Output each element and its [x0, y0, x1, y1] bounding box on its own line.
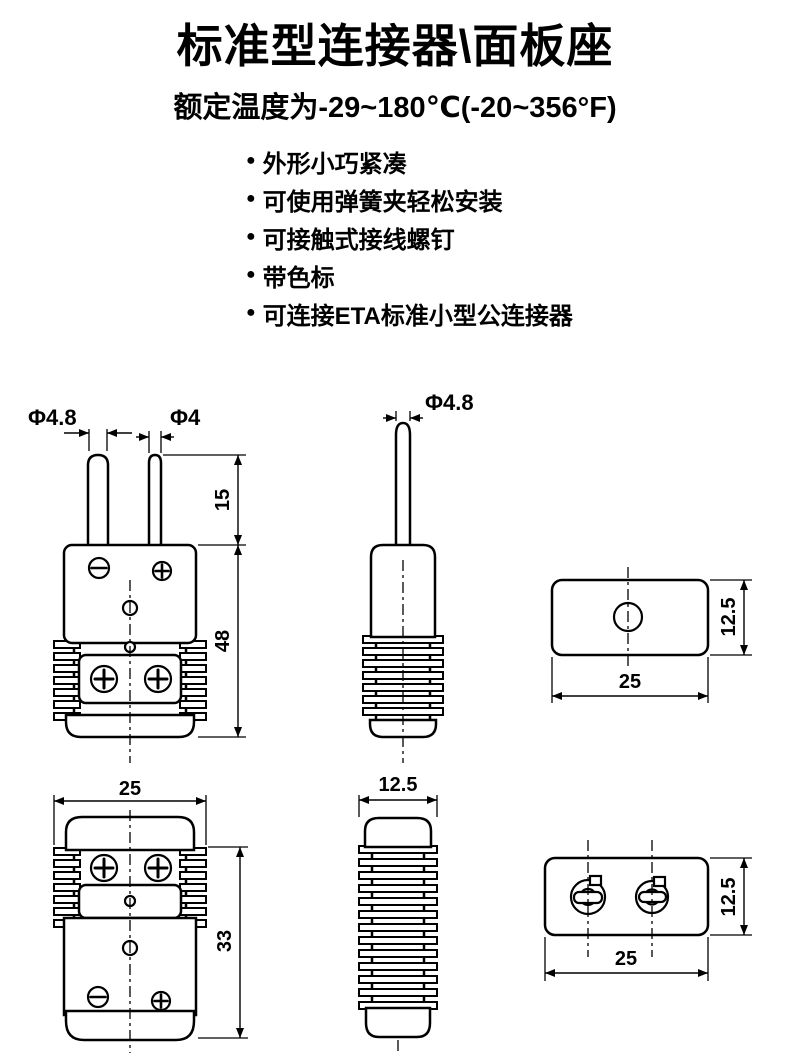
slotted-screw-icon — [87, 556, 111, 580]
panel-front-height-dim: 12.5 — [718, 878, 740, 917]
slotted-screw-icon — [86, 985, 110, 1009]
subtitle: 额定温度为-29~180℃(-20~356°F) — [173, 92, 617, 124]
bullet-icon: ● — [246, 152, 256, 169]
phillips-screw-icon — [143, 853, 173, 883]
back-height-dim: 33 — [214, 930, 236, 952]
side-pin — [394, 421, 412, 555]
bullet-icon: ● — [246, 304, 256, 321]
feature-text: 可使用弹簧夹轻松安装 — [262, 188, 503, 216]
feature-item: ● 带色标 — [246, 256, 573, 294]
socket-key-notch — [588, 874, 603, 887]
side-view-bottom: 12.5 — [358, 774, 438, 1055]
feature-item: ● 可使用弹簧夹轻松安装 — [246, 180, 573, 218]
panel-front-view: 12.5 25 — [543, 840, 752, 981]
bullet-icon: ● — [246, 228, 256, 245]
panel-top-width-dim: 25 — [619, 671, 641, 693]
feature-text: 可接触式接线螺钉 — [262, 226, 455, 254]
panel-top-height-dim: 12.5 — [718, 598, 740, 637]
bullet-icon: ● — [246, 190, 256, 207]
front-pin-length-dim: 15 — [212, 489, 234, 511]
panel-front-width-dim: 25 — [615, 948, 637, 970]
feature-text: 可连接ETA标准小型公连接器 — [262, 302, 573, 330]
socket-key-notch — [652, 875, 667, 888]
side-view-top: Φ4.8 — [362, 390, 474, 763]
phillips-screw-icon — [143, 664, 173, 694]
feature-text: 带色标 — [262, 264, 335, 292]
front-view: Φ4.8 Φ4 — [28, 405, 246, 763]
feature-list: ● 外形小巧紧凑 ● 可使用弹簧夹轻松安装 ● 可接触式接线螺钉 ● 带色标 ● 可连接E… — [246, 142, 573, 332]
front-bottom-cap — [64, 713, 196, 739]
side-bottom-top-cap — [363, 816, 433, 849]
front-body-height-dim: 48 — [212, 630, 234, 652]
feature-item: ● 可连接ETA标准小型公连接器 — [246, 294, 573, 332]
side-dia-label: Φ4.8 — [425, 390, 474, 415]
side-bottom-cap — [368, 718, 438, 739]
panel-front-body — [543, 856, 710, 937]
phillips-screw-icon — [89, 664, 119, 694]
back-width-dim: 25 — [119, 778, 141, 800]
phillips-screw-icon — [150, 990, 172, 1012]
page-title: 标准型连接器\面板座 — [176, 20, 614, 72]
front-dia-right-label: Φ4 — [170, 405, 201, 430]
front-pin-small — [147, 453, 163, 555]
bullet-icon: ● — [246, 266, 256, 283]
front-dia-left-label: Φ4.8 — [28, 405, 77, 430]
back-view: 25 33 — [53, 778, 248, 1053]
front-pin-large — [86, 453, 110, 555]
feature-item: ● 可接触式接线螺钉 — [246, 218, 573, 256]
feature-item: ● 外形小巧紧凑 — [246, 142, 573, 180]
feature-text: 外形小巧紧凑 — [262, 150, 407, 178]
panel-top-view: 12.5 25 — [550, 567, 752, 703]
side-bottom-width-dim: 12.5 — [379, 774, 418, 796]
technical-drawing: Φ4.8 Φ4 — [28, 390, 752, 1055]
phillips-screw-icon — [151, 560, 173, 582]
side-bottom-bottom-cap — [364, 1006, 432, 1039]
phillips-screw-icon — [89, 853, 119, 883]
